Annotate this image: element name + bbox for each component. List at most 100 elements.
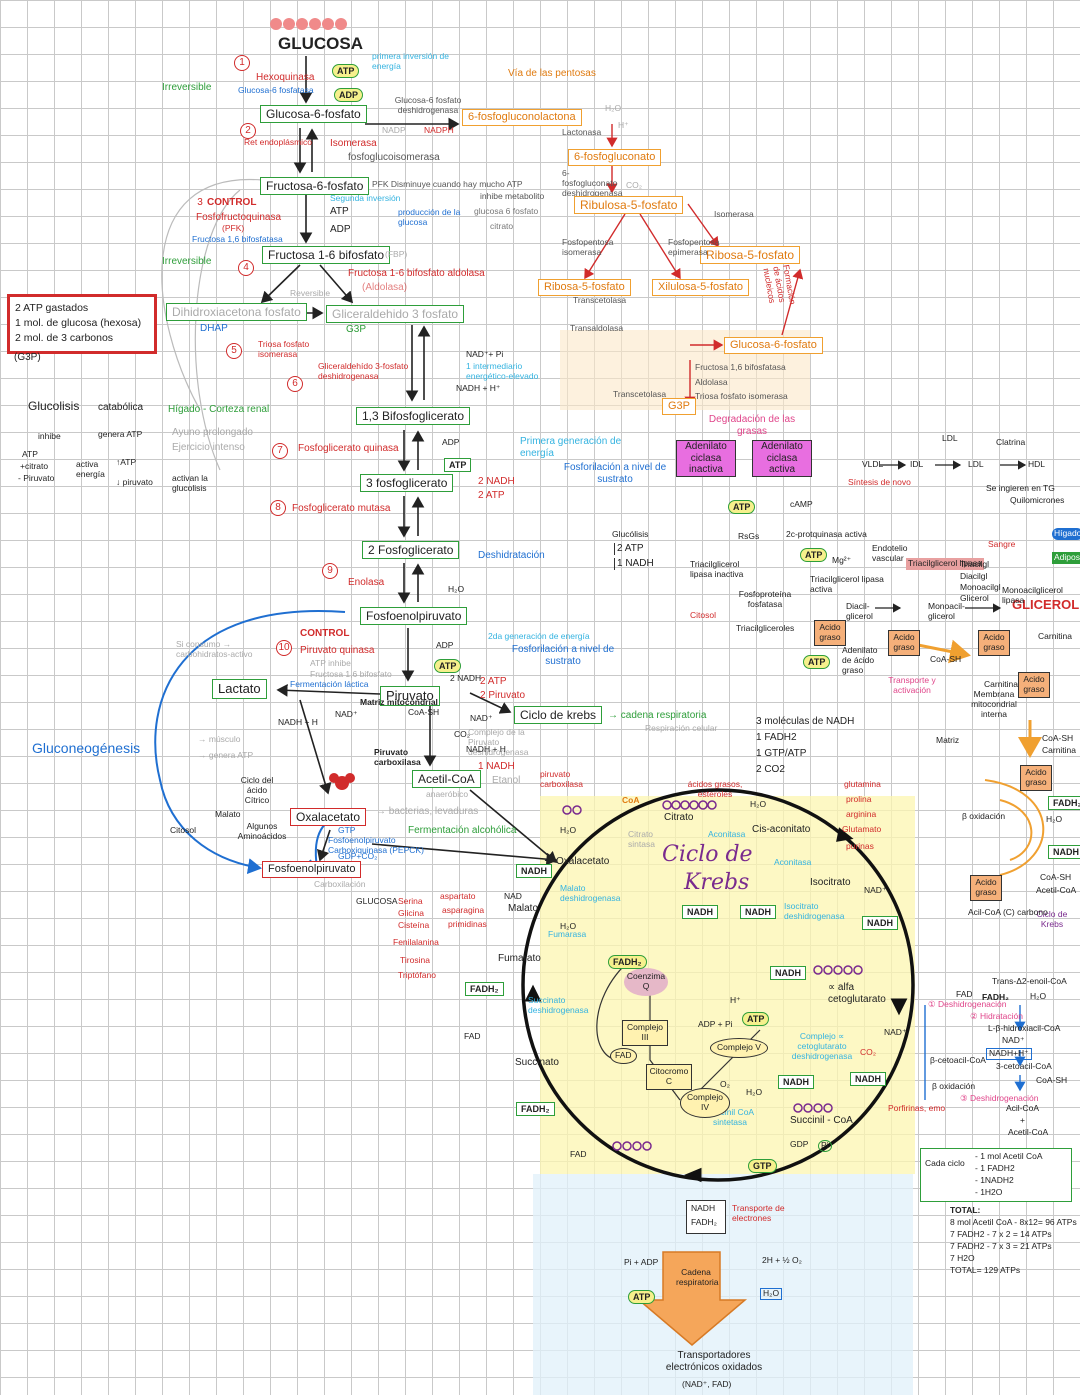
step-10: 10 [276, 640, 292, 656]
ldl: LDL [942, 433, 958, 443]
co2-pdh: CO₂ [454, 729, 471, 739]
nad-pi: NAD⁺+ Pi [466, 349, 504, 359]
total-title: TOTAL: [950, 1205, 981, 1215]
cada-ciclo-3: - 1NADH2 [975, 1175, 1014, 1185]
etanol: Etanol [492, 775, 521, 786]
step-8: 8 [270, 500, 286, 516]
citrato: Citrato [664, 812, 694, 823]
step-6: 6 [287, 376, 303, 392]
adp-pi: ADP + Pi [698, 1019, 733, 1029]
f16bp-box: Fructosa 1-6 bifosfato [262, 246, 391, 265]
triosa-pentosa: Triosa fosfato isomerasa [695, 391, 788, 401]
succinato-deshidrogenasa: Succinato deshidrogenasa [528, 995, 589, 1015]
6fg-deshidrogenasa: 6-fosfogluconato deshidrogenasa [562, 168, 623, 198]
adp-2: ADP [330, 224, 351, 235]
transcetolasa-2: Transcetolasa [613, 389, 667, 399]
acido-graso-5: Acido graso [1020, 765, 1052, 791]
mg-grasas: Mg²⁺ [832, 555, 852, 565]
acil-coa-c: Acil-CoA (C) carbono [968, 907, 1048, 917]
step-5: 5 [226, 343, 242, 359]
atp-2: ATP [330, 206, 349, 217]
tag-activa: Triacilglicerol lipasa activa [810, 574, 884, 594]
total-2: 7 FADH2 - 7 x 2 = 14 ATPs [950, 1229, 1052, 1239]
purinas: purinas [846, 841, 874, 851]
g3p-deshidrogenasa: Gliceraldehído 3-fosfato deshidrogenasa [318, 361, 409, 381]
citosol-grasas: Citosol [690, 610, 716, 620]
tag-lipasa: Triacilglicerol lipasa [906, 558, 984, 570]
fosfoglucoisomerasa: fosfoglucoisomerasa [348, 152, 440, 163]
atp-4: ATP [434, 659, 462, 673]
glicerol-s: Glicerol [960, 593, 989, 603]
ayuno: Ayuno prolongado [172, 427, 253, 438]
fermentacion-alcoholica: Fermentación alcohólica [408, 825, 517, 836]
aldolasa-name: Fructosa 1-6 bifosfato aldolasa [348, 268, 485, 279]
membrana-mitocondrial: Membrana mitocondrial interna [971, 689, 1017, 719]
pep-box-2: Fosfoenolpiruvato [262, 861, 362, 879]
fadh2-krebs-1: FADH₂ [465, 982, 504, 996]
fad-beta: FAD [956, 989, 973, 999]
algunos-aminoacidos: Algunos Aminoácidos [237, 821, 287, 841]
nad-2: NAD⁺ [335, 709, 358, 719]
degradacion-grasas: Degradación de las grasas [708, 414, 796, 437]
isocitrato-deshidrogenasa: Isocitrato deshidrogenasa [784, 901, 845, 921]
adenilato-activa: Adenilato ciclasa activa [752, 440, 812, 477]
fosfoproteina-fosfatasa: Fosfoproteína fosfatasa [738, 589, 792, 609]
atp-2-grasas: ATP [800, 548, 828, 562]
hexoquinasa: Hexoquinasa [256, 72, 315, 83]
side-glucolisis: Glucolisis [28, 399, 80, 413]
moleculas-fadh2: 1 FADH2 [756, 732, 797, 743]
lactonasa: Lactonasa [562, 127, 602, 137]
fenilalanina: Fenilalanina [393, 937, 439, 947]
control-1: CONTROL [207, 197, 257, 208]
glicerol: GLICEROL [1012, 597, 1080, 612]
g3p-box: Gliceraldehido 3 fosfato [326, 305, 465, 324]
fadh2-atp-icon: FADH₂ [608, 955, 647, 969]
pfk-note: PFK Disminuye cuando hay mucho ATP [372, 179, 523, 189]
acetil-coa-box: Acetil-CoA [412, 770, 481, 789]
fosfopentosa-epimerasa: Fosfopentosa epimerasa [668, 237, 720, 257]
glucolisis-1nadh: 1 NADH [614, 558, 654, 570]
hidratacion: ② Hidratación [970, 1011, 1023, 1021]
2pg-box: 2 Fosfoglicerato [362, 541, 460, 560]
segunda-inversion: Segunda inversión [330, 193, 401, 203]
atp-inhibe: ATP inhibe [310, 658, 351, 668]
gluconeogenesis: Gluconeogénesis [32, 740, 141, 756]
atp-3: ATP [444, 458, 472, 472]
h-plus-krebs: H⁺ [730, 995, 741, 1005]
lactato-box: Lactato [212, 679, 267, 699]
coa-sh-grasas: CoA-SH [930, 654, 962, 664]
fermentacion-lactica: Fermentación láctica [290, 679, 369, 689]
fosfogluconato-box: 6-fosfogluconato [568, 149, 662, 167]
nadh-krebs-1: NADH [862, 916, 898, 930]
fad-krebs-1: FAD [464, 1031, 481, 1041]
pepck: Fosfoenolpiruvato Carboxiquinasa (PEPCK) [328, 835, 424, 855]
aldolasa-abbr: (Aldolasa) [362, 282, 408, 293]
nadh-h-3: NADH + H [466, 744, 506, 754]
h2o-krebs-4: H₂O [746, 1087, 763, 1097]
dhap-box: Dihidroxiacetona fosfato [166, 303, 307, 322]
oxalacetato-krebs: Oxalacetato [556, 856, 610, 867]
adp-1: ADP [334, 88, 364, 102]
deshidrogenacion-1: ① Deshidrogenación [928, 999, 1007, 1009]
gtp-pepck: GTP [338, 825, 356, 835]
aconitasa-2: Aconitasa [774, 857, 812, 867]
alfa-cetoglutarato: ∝ alfa cetoglutarato [828, 982, 886, 1005]
acidos-grasos: ácidos grasos, esteroles [687, 779, 743, 799]
pi-krebs: Pi [818, 1140, 832, 1152]
gtp-krebs: GTP [748, 1159, 777, 1173]
se-ingieren: Se ingieren en TG [986, 483, 1055, 493]
glucolisis-tag: Glucólisis [612, 529, 649, 539]
carnitina-2: Carnitina [984, 679, 1019, 689]
dhap: DHAP [200, 323, 228, 334]
nadp: NADP [382, 125, 406, 135]
total-3: 7 FADH2 - 7 x 3 = 21 ATPs [950, 1241, 1052, 1251]
aspartato: aspartato [440, 891, 476, 901]
glutamina: glutamina [844, 779, 881, 789]
moleculas-gtp: 1 GTP/ATP [756, 748, 807, 759]
citocromo-c: Citocromo C [646, 1064, 692, 1090]
krebs-title-2: Krebs [684, 870, 750, 895]
citrato-sintasa: Citrato sintasa [628, 829, 655, 849]
acido-graso-3: Acido graso [978, 630, 1010, 656]
fosfogluconolactona-box: 6-fosfogluconolactona [462, 109, 582, 127]
